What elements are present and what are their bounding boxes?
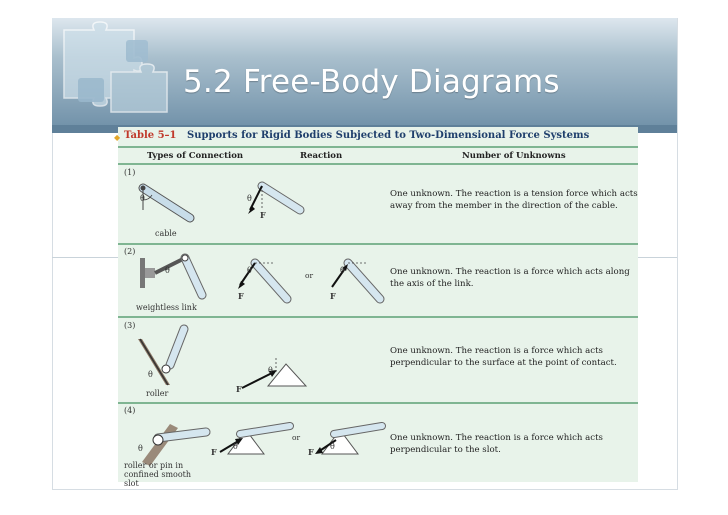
or-label: or (292, 433, 301, 442)
table-rule (118, 163, 638, 165)
slide-title: 5.2 Free-Body Diagrams (183, 64, 560, 100)
connection-caption: weightless link (136, 303, 197, 312)
theta-label: θ (140, 194, 145, 203)
bullet-icon: ◆ (114, 133, 121, 142)
table-rule (118, 146, 638, 148)
row-number: (4) (124, 406, 136, 415)
cable-reaction-figure (248, 181, 305, 215)
column-header-connection: Types of Connection (147, 151, 244, 161)
row-number: (3) (124, 321, 136, 330)
theta-label: θ (233, 442, 238, 451)
table-rule (118, 243, 638, 245)
connection-caption: roller or pin in confined smooth slot (124, 461, 192, 488)
table-title: Table 5–1 Supports for Rigid Bodies Subj… (124, 130, 589, 141)
table-rule (118, 402, 638, 404)
row-description: One unknown. The reaction is a force whi… (390, 346, 617, 368)
cable-connection-figure (138, 183, 195, 223)
table-label: Table 5–1 (124, 130, 177, 141)
force-label: F (330, 291, 336, 301)
link-reaction-figure-b (331, 258, 385, 304)
or-label: or (305, 271, 314, 280)
slot-reaction-figure-b (315, 422, 386, 455)
theta-label: θ (148, 370, 153, 379)
column-header-reaction: Reaction (300, 151, 343, 161)
connection-caption: roller (146, 389, 169, 398)
theta-label: θ (340, 266, 345, 275)
theta-label: θ (268, 366, 273, 375)
table-title-text: Supports for Rigid Bodies Subjected to T… (186, 130, 590, 141)
roller-figure (138, 324, 189, 386)
force-label: F (211, 447, 217, 457)
theta-label: θ (247, 266, 252, 275)
row-description: One unknown. The reaction is a tension f… (390, 189, 638, 211)
row-number: (1) (124, 168, 136, 177)
roller-reaction-figure (241, 358, 308, 389)
link-reaction-figure-a (238, 258, 292, 304)
column-header-unknowns: Number of Unknowns (462, 151, 566, 161)
puzzle-pieces-icon (63, 21, 168, 113)
force-label: F (308, 447, 314, 457)
force-label: F (238, 291, 244, 301)
slot-pin-figure (142, 424, 211, 466)
slot-reaction-figure-a (219, 422, 294, 455)
force-label: F (260, 210, 266, 220)
theta-label: θ (330, 442, 335, 451)
row-description: One unknown. The reaction is a force whi… (390, 267, 630, 289)
force-label: F (236, 384, 242, 394)
theta-label: θ (138, 444, 143, 453)
connection-caption: cable (155, 229, 177, 238)
weightless-link-figure (140, 253, 207, 300)
theta-label: θ (165, 266, 170, 275)
row-number: (2) (124, 247, 136, 256)
theta-label: θ (247, 194, 252, 203)
table-rule (118, 316, 638, 318)
row-description: One unknown. The reaction is a force whi… (390, 433, 603, 455)
